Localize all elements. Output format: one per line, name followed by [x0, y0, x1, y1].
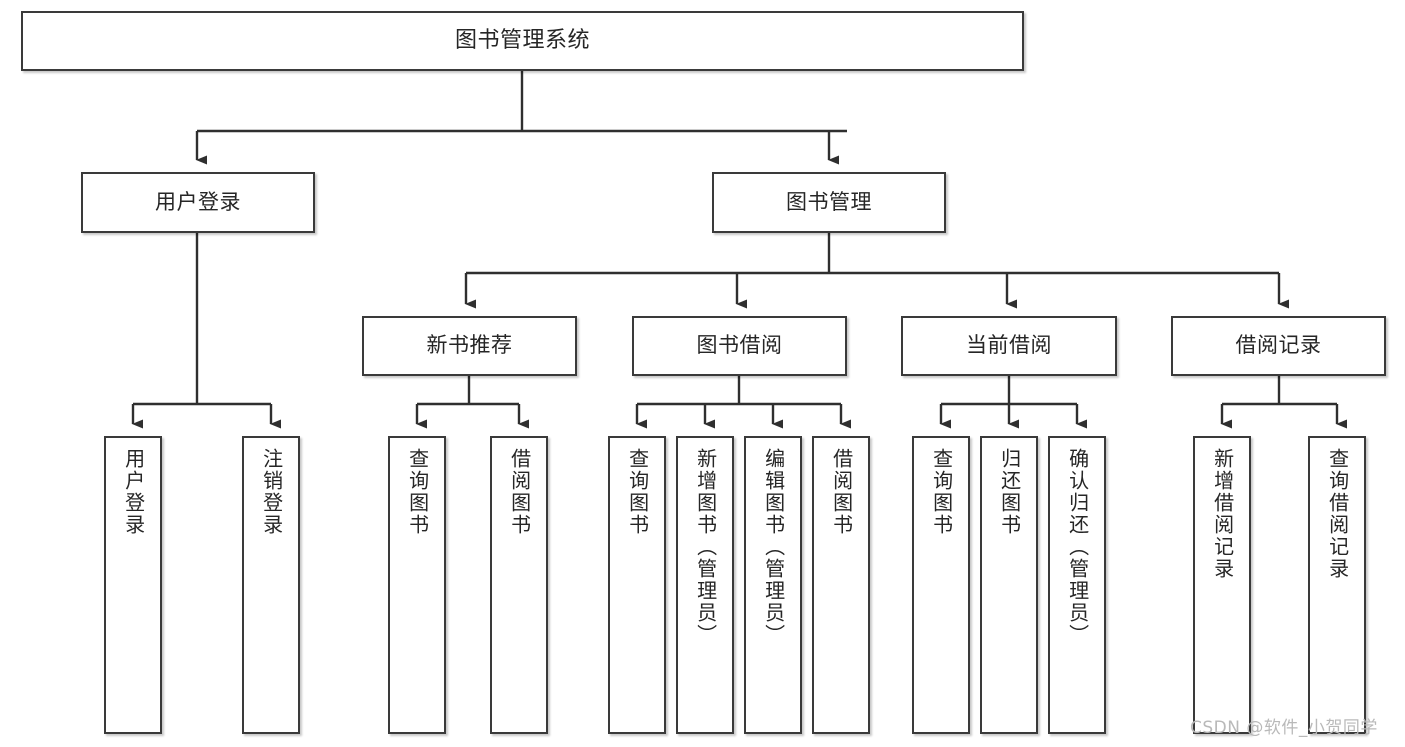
node-label: 图书管理系统: [454, 27, 590, 53]
node-label: 新书推荐: [426, 333, 513, 358]
watermark: CSDN @软件_小贺同学: [1190, 718, 1378, 738]
node-label: 当前借阅: [966, 333, 1052, 358]
node-book-management[interactable]: 图书管理: [712, 172, 946, 233]
node-label: 确认归还（管理员）: [1065, 448, 1090, 646]
node-label: 借阅图书: [507, 448, 532, 536]
node-label: 查询借阅记录: [1325, 448, 1350, 580]
node-borrow-record[interactable]: 借阅记录: [1171, 316, 1386, 376]
node-label: 查询图书: [405, 448, 430, 536]
node-new-book-recommend[interactable]: 新书推荐: [362, 316, 577, 376]
node-label: 新增图书（管理员）: [693, 448, 718, 646]
node-book-borrow[interactable]: 图书借阅: [632, 316, 847, 376]
leaf-book-borrow-borrow-book[interactable]: 借阅图书: [812, 436, 870, 734]
node-current-borrow[interactable]: 当前借阅: [901, 316, 1117, 376]
node-label: 借阅记录: [1235, 333, 1322, 358]
node-label: 用户登录: [121, 448, 146, 536]
node-user-login[interactable]: 用户登录: [81, 172, 315, 233]
leaf-book-borrow-query-book[interactable]: 查询图书: [608, 436, 666, 734]
leaf-book-borrow-edit-book-admin[interactable]: 编辑图书（管理员）: [744, 436, 802, 734]
node-label: 新增借阅记录: [1210, 448, 1235, 580]
leaf-user-login-login[interactable]: 用户登录: [104, 436, 162, 734]
leaf-current-borrow-query-book[interactable]: 查询图书: [912, 436, 970, 734]
node-label: 借阅图书: [829, 448, 854, 536]
node-label: 查询图书: [929, 448, 954, 536]
node-label: 注销登录: [259, 448, 284, 536]
leaf-borrow-record-add-record[interactable]: 新增借阅记录: [1193, 436, 1251, 734]
node-label: 查询图书: [625, 448, 650, 536]
leaf-new-book-query-book[interactable]: 查询图书: [388, 436, 446, 734]
leaf-user-login-logout[interactable]: 注销登录: [242, 436, 300, 734]
leaf-current-borrow-confirm-return-admin[interactable]: 确认归还（管理员）: [1048, 436, 1106, 734]
leaf-new-book-borrow-book[interactable]: 借阅图书: [490, 436, 548, 734]
node-label: 编辑图书（管理员）: [761, 448, 786, 646]
node-book-management-system[interactable]: 图书管理系统: [21, 11, 1024, 71]
node-label: 图书借阅: [696, 333, 783, 358]
node-label: 用户登录: [155, 189, 241, 214]
leaf-current-borrow-return-book[interactable]: 归还图书: [980, 436, 1038, 734]
node-label: 归还图书: [997, 448, 1022, 536]
leaf-borrow-record-query-record[interactable]: 查询借阅记录: [1308, 436, 1366, 734]
node-label: 图书管理: [786, 189, 872, 214]
leaf-book-borrow-add-book-admin[interactable]: 新增图书（管理员）: [676, 436, 734, 734]
